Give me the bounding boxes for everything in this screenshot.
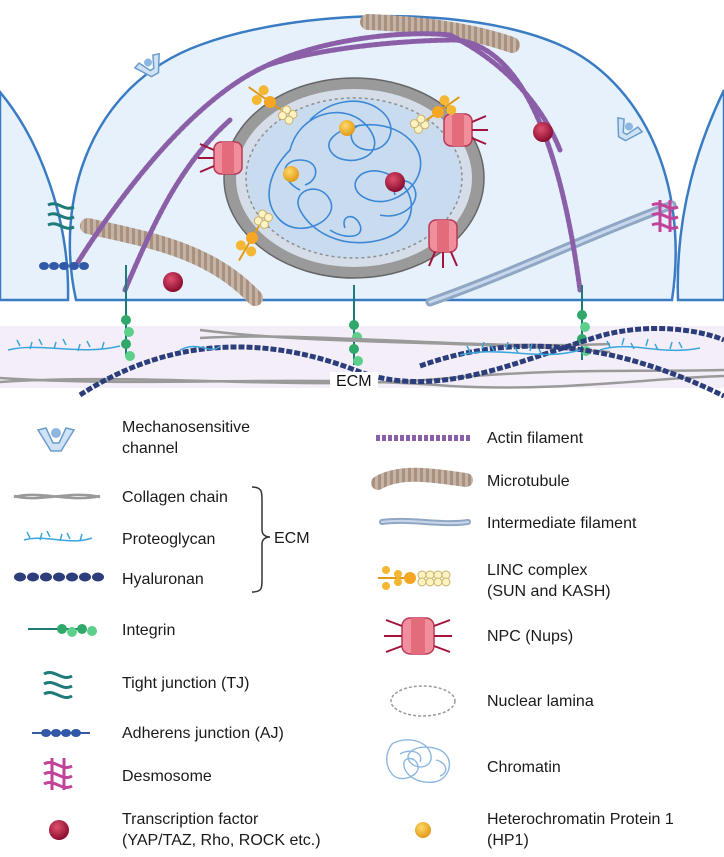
mechanosensitive-channel-top-left (133, 52, 160, 78)
legend-label-collagen-chain: Collagen chain (122, 489, 228, 506)
microtubule-top (360, 14, 520, 53)
adherens-junction-icon (32, 729, 90, 737)
npc-icon (384, 617, 452, 655)
legend-label-intermediate-filament: Intermediate filament (487, 515, 637, 532)
mechanosensitive-channel-right (617, 116, 644, 142)
hp1-particle (339, 120, 355, 136)
collagen-chain-icon (13, 493, 101, 500)
transcription-factor-nuclear (385, 172, 405, 192)
legend-label-transcription-factor: Transcription factor (YAP/TAZ, Rho, ROCK… (122, 811, 321, 849)
tight-junction-icon (43, 671, 73, 699)
ecm-scene-label: ECM (330, 372, 378, 392)
integrin-icon (28, 624, 97, 637)
mechanosensitive-channel-icon (36, 427, 76, 452)
hp1-icon (415, 822, 431, 838)
npc-right-bottom (428, 219, 458, 268)
legend-label-desmosome: Desmosome (122, 768, 212, 785)
chromatin-icon (386, 739, 451, 783)
proteoglycan-icon (23, 530, 93, 542)
transcription-factor-cytoplasm (533, 122, 553, 142)
legend-label-linc-complex: LINC complex (SUN and KASH) (487, 562, 611, 600)
legend-label-integrin: Integrin (122, 622, 176, 639)
tight-junction (47, 202, 75, 230)
transcription-factor-cytoplasm (163, 272, 183, 292)
linc-complex-bottom-left (235, 209, 273, 262)
linc-complex-top-left (248, 85, 298, 125)
hp1-particle (283, 166, 299, 182)
legend-label-chromatin: Chromatin (487, 759, 561, 776)
legend-label-adherens-junction: Adherens junction (AJ) (122, 725, 284, 742)
intermediate-filament-icon (379, 517, 471, 527)
microtubule-icon (371, 467, 473, 490)
legend-label-hyaluronan: Hyaluronan (122, 571, 204, 588)
microtubule-left (80, 218, 263, 306)
linc-complex-top-right (409, 95, 460, 134)
transcription-factor-icon (49, 820, 69, 840)
npc-right-top (443, 113, 488, 147)
hyaluronan-icon (14, 572, 104, 582)
adherens-junction (39, 262, 89, 270)
ecm-bracket (251, 486, 271, 593)
legend-label-nuclear-lamina: Nuclear lamina (487, 693, 594, 710)
integrin-left (121, 265, 135, 361)
proteoglycans (7, 337, 701, 356)
desmosome (651, 200, 679, 232)
nuclear-lamina-icon (390, 685, 456, 717)
legend-label-microtubule: Microtubule (487, 473, 570, 490)
legend-ecm-group-label: ECM (274, 530, 310, 547)
npc-left (198, 141, 243, 175)
chromatin (268, 100, 422, 244)
right-neighbor-cell (676, 89, 724, 302)
desmosome-icon (43, 758, 73, 790)
legend-label-tight-junction: Tight junction (TJ) (122, 675, 250, 692)
linc-complex-icon (378, 566, 451, 590)
legend-label-proteoglycan: Proteoglycan (122, 531, 216, 548)
legend-label-mechanosensitive-channel: Mechanosensitive channel (122, 419, 251, 457)
left-neighbor-cell (0, 90, 70, 302)
legend-label-hp1: Heterochromatin Protein 1 (HP1) (487, 811, 674, 849)
legend-label-npc: NPC (Nups) (487, 628, 574, 645)
legend-label-actin-filament: Actin filament (487, 430, 584, 447)
